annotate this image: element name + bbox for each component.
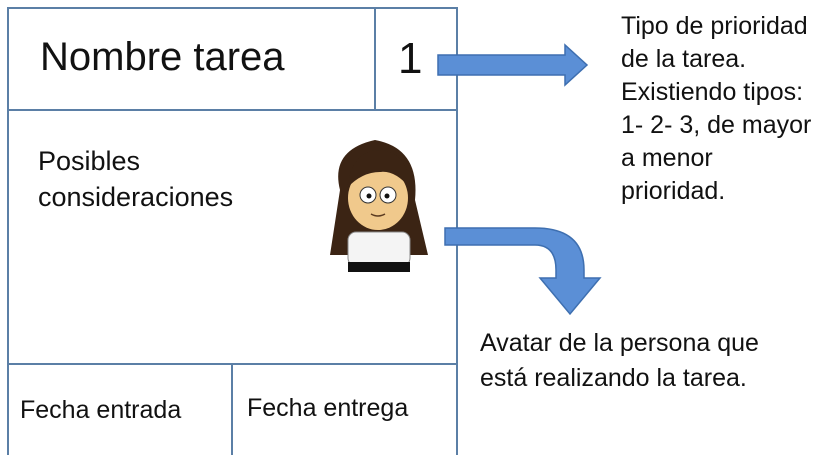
notes-line: Posibles [38, 146, 141, 176]
arrow-bent-down-icon [444, 227, 602, 316]
annotation-line: está realizando la tarea. [480, 364, 747, 392]
annotation-line: Avatar de la persona que [480, 329, 759, 357]
annotation-line: a menor [621, 144, 713, 172]
task-name-label: Nombre tarea [40, 35, 285, 79]
annotation-line: prioridad. [621, 177, 726, 205]
priority-annotation: Tipo de prioridad de la tarea. Existiend… [621, 10, 829, 208]
notes-label: Posibles consideraciones [38, 143, 298, 215]
avatar-girl-icon [330, 140, 428, 272]
notes-line: consideraciones [38, 182, 234, 212]
annotation-line: de la tarea. [621, 45, 747, 73]
entry-date-label: Fecha entrada [20, 396, 182, 424]
due-date-label: Fecha entrega [247, 394, 409, 422]
avatar-annotation: Avatar de la persona que está realizando… [480, 326, 810, 396]
annotation-line: 1- 2- 3, de mayor [621, 111, 812, 139]
arrow-right-icon [437, 43, 589, 87]
annotation-line: Tipo de prioridad [621, 12, 808, 40]
priority-value: 1 [398, 34, 423, 83]
annotation-line: Existiendo tipos: [621, 78, 804, 106]
